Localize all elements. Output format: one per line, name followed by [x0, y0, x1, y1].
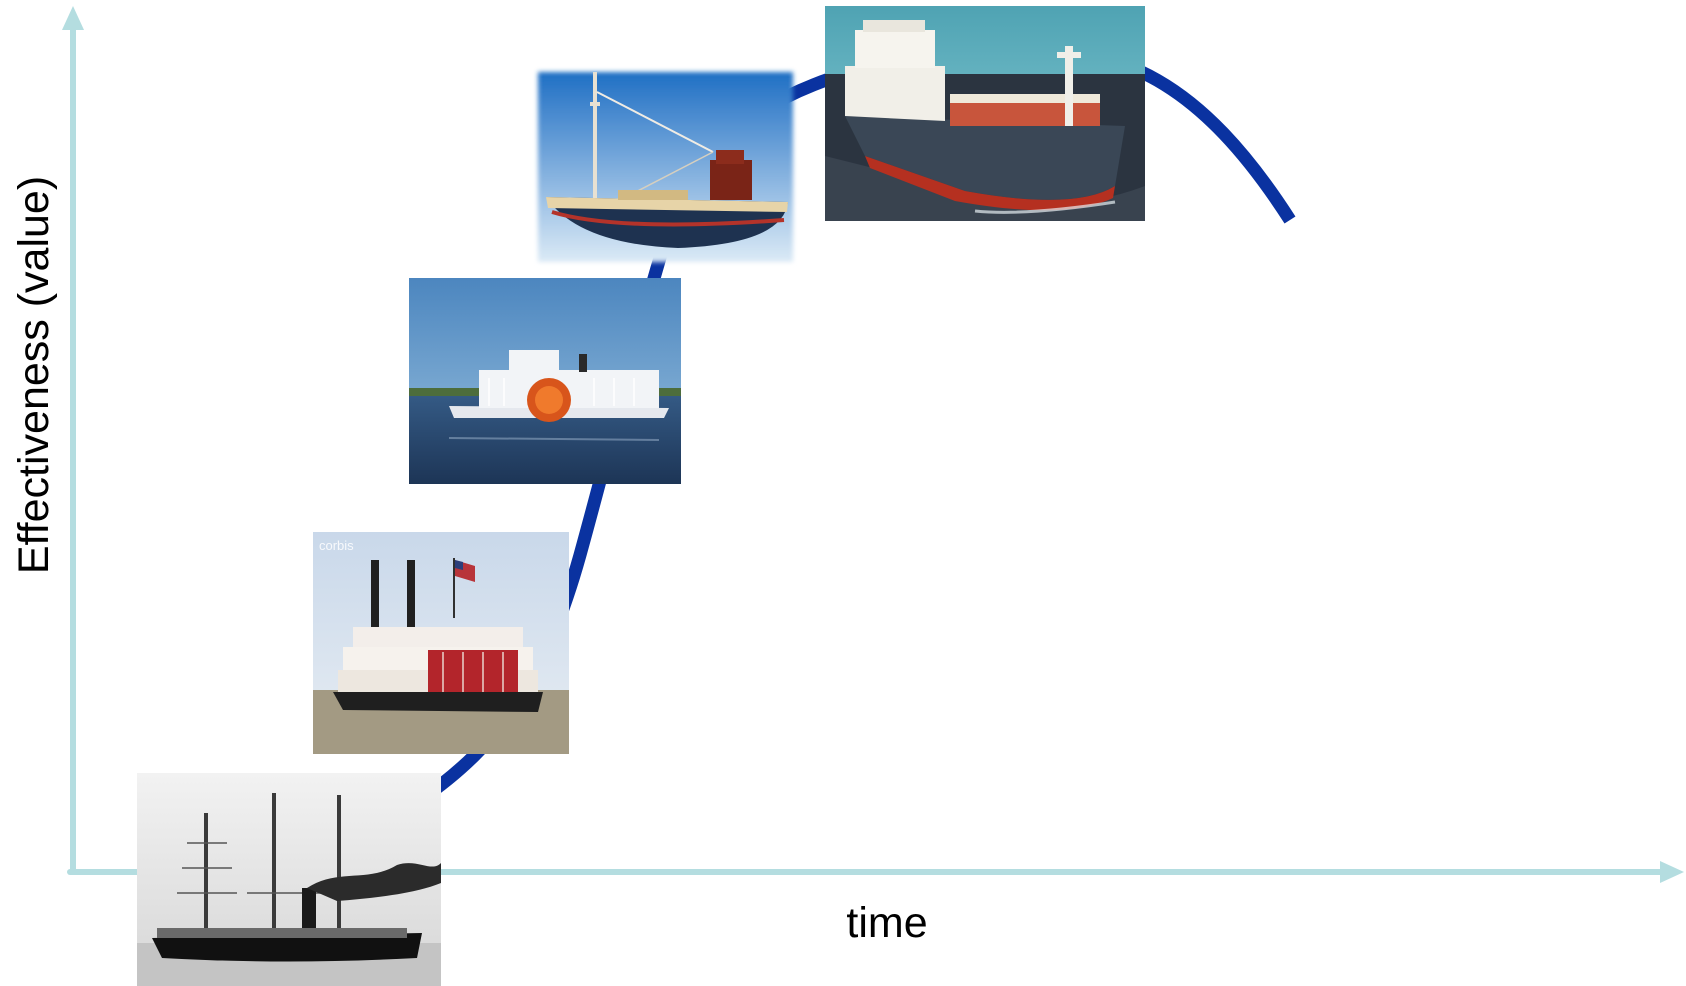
steamship-sail-hybrid-photo [137, 773, 441, 986]
y-axis-arrowhead [62, 6, 84, 30]
mississippi-sternwheeler-photo: corbis [313, 532, 569, 754]
x-axis-arrowhead [1660, 861, 1684, 883]
x-axis-label: time [846, 899, 927, 947]
wooden-fishing-trawler-photo [538, 72, 793, 262]
paddle-wheel-riverboat-photo [409, 278, 681, 484]
svg-text:corbis: corbis [319, 538, 354, 553]
y-axis-label: Effectiveness (value) [10, 176, 58, 574]
container-cargo-ship-photo [825, 6, 1145, 221]
